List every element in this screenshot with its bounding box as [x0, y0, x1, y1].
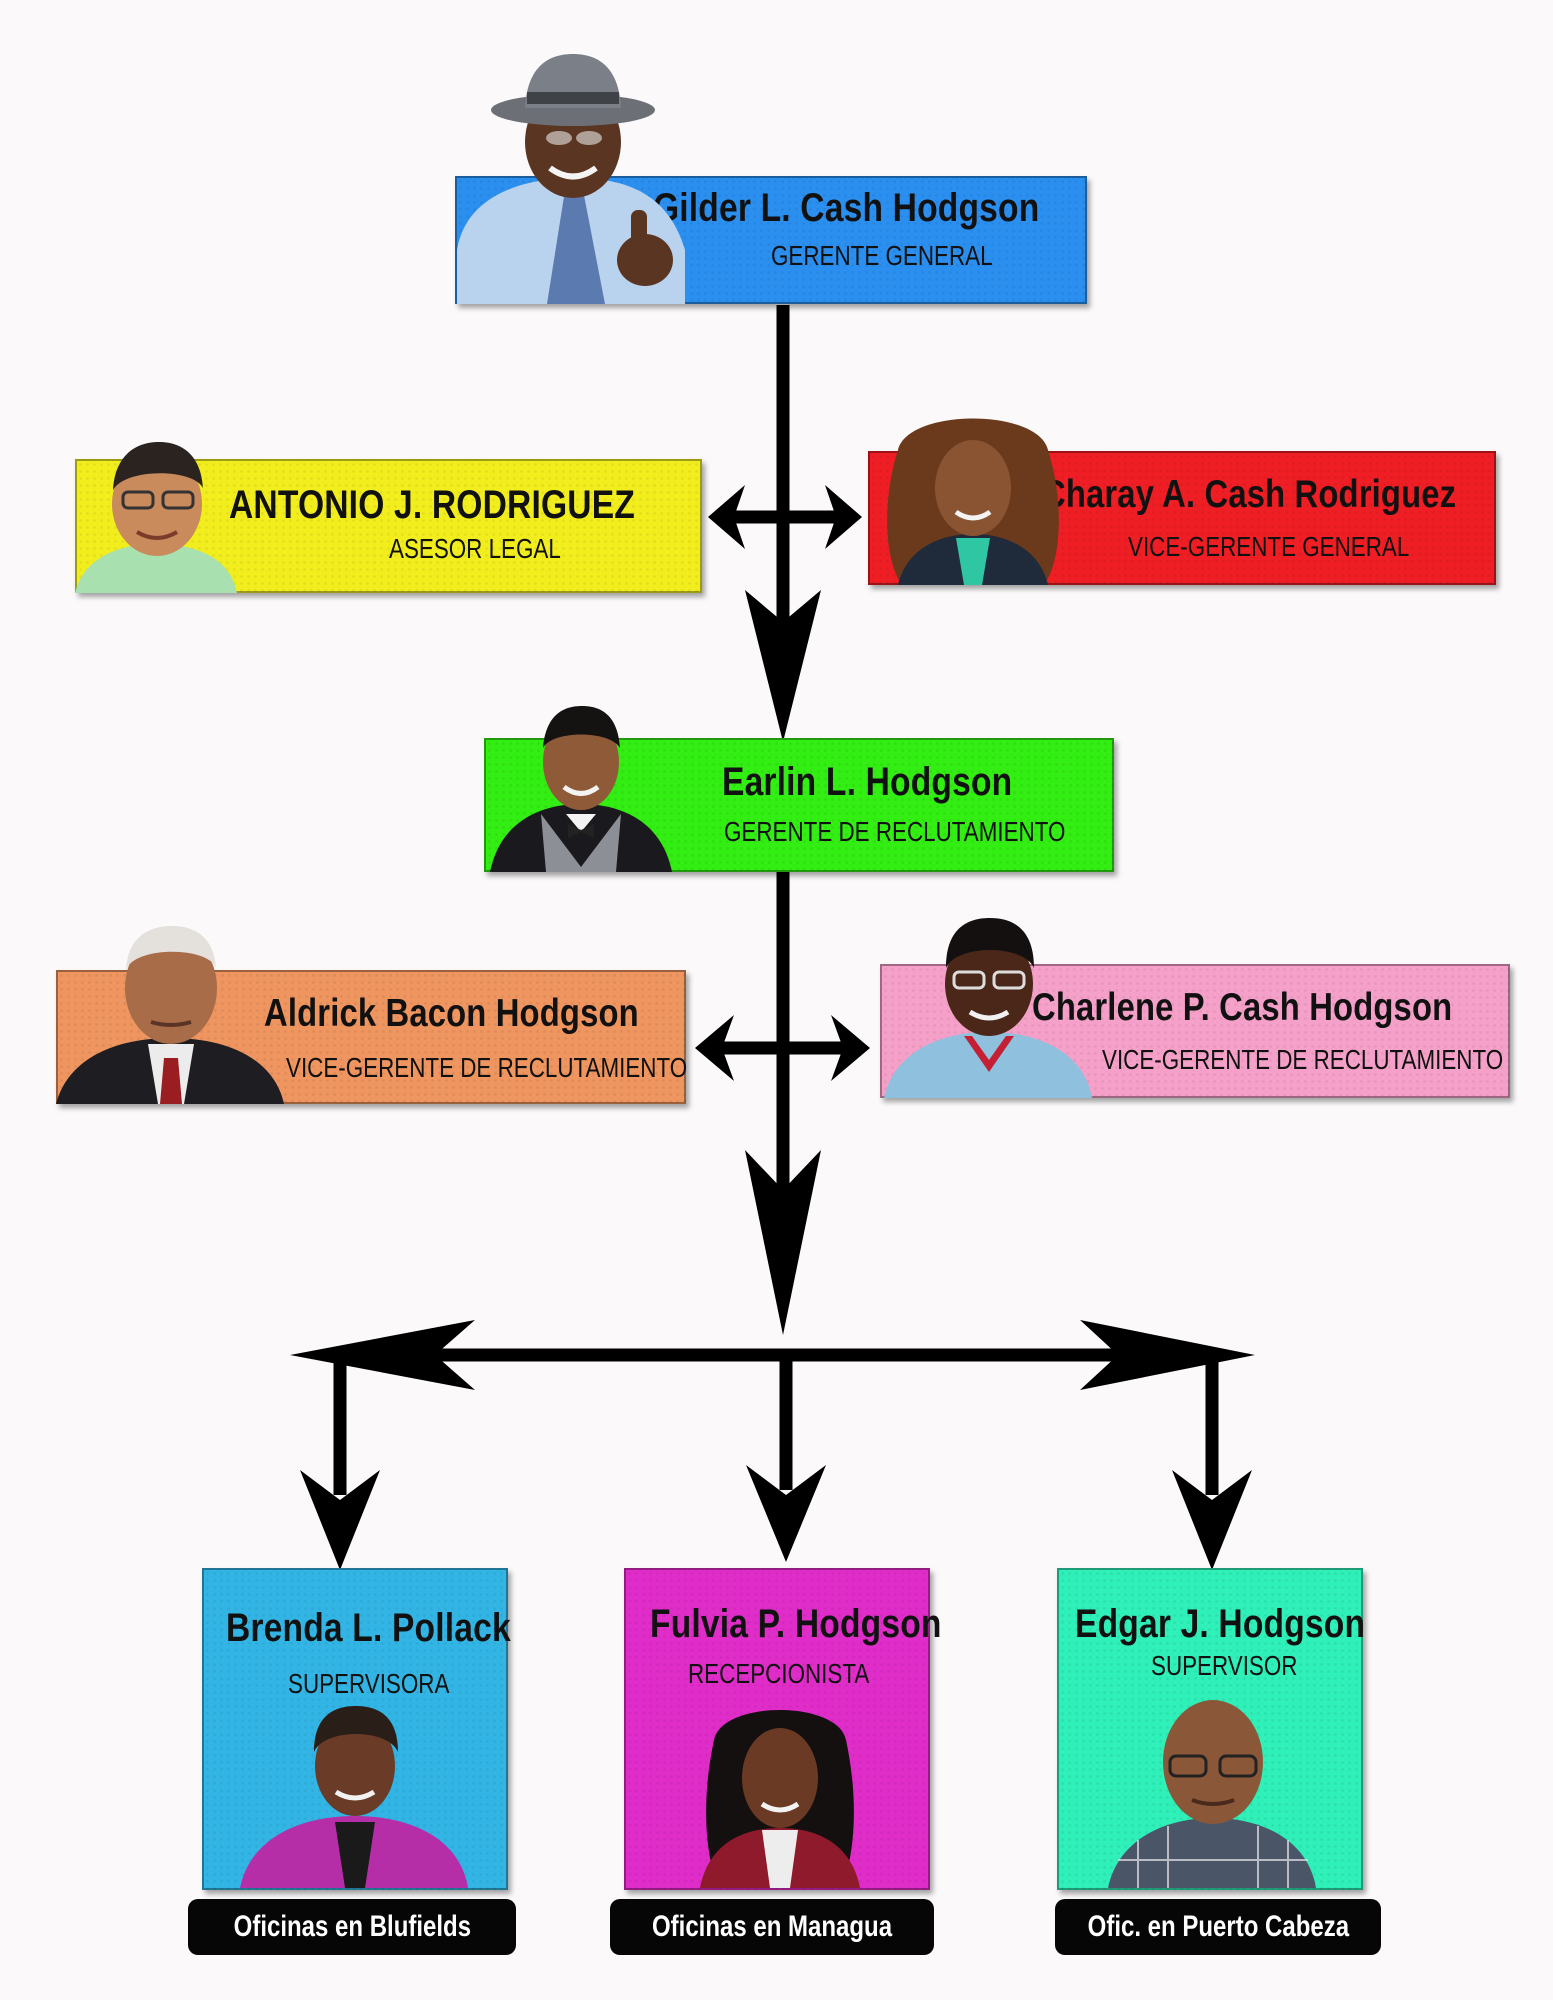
node-role: VICE-GERENTE DE RECLUTAMIENTO: [286, 1052, 688, 1083]
office-label-managua: Oficinas en Managua: [610, 1899, 934, 1955]
arrowhead-down-offices: [745, 1150, 821, 1335]
woman-purple-jacket-portrait-icon: [240, 1706, 468, 1888]
woman-smiling-portrait-icon: [700, 1710, 860, 1888]
arrowhead-right-deputy: [825, 485, 862, 549]
arrowhead-left-offices: [290, 1320, 475, 1390]
node-role: SUPERVISORA: [288, 1668, 450, 1699]
office-label-text: Ofic. en Puerto Cabeza: [1087, 1910, 1349, 1943]
woman-glasses-portrait-icon: [884, 918, 1092, 1098]
arrowhead-left-deputy-recruit-1: [695, 1015, 734, 1081]
node-name: Fulvia P. Hodgson: [650, 1602, 942, 1646]
node-name: Brenda L. Pollack: [226, 1606, 511, 1650]
woman-curly-hair-portrait-icon: [887, 418, 1059, 585]
office-label-text: Oficinas en Blufields: [233, 1910, 471, 1943]
node-name: Earlin L. Hodgson: [722, 760, 1013, 804]
arrowhead-down-blufields: [300, 1470, 380, 1570]
office-label-puerto-cabeza: Ofic. en Puerto Cabeza: [1055, 1899, 1381, 1955]
older-man-suit-portrait-icon: [56, 926, 284, 1104]
node-name: Edgar J. Hodgson: [1075, 1602, 1366, 1646]
node-name: Aldrick Bacon Hodgson: [264, 992, 639, 1035]
node-name: Gilder L. Cash Hodgson: [653, 186, 1040, 230]
node-name: Charay A. Cash Rodriguez: [1042, 473, 1457, 516]
node-role: VICE-GERENTE GENERAL: [1128, 531, 1410, 562]
node-name: ANTONIO J. RODRIGUEZ: [229, 483, 635, 527]
node-role: ASESOR LEGAL: [389, 533, 561, 564]
man-glasses-plaid-shirt-portrait-icon: [1108, 1700, 1316, 1888]
man-with-hat-thumbs-up-portrait-icon: [457, 54, 685, 304]
node-role: SUPERVISOR: [1151, 1650, 1298, 1681]
node-role: GERENTE DE RECLUTAMIENTO: [724, 816, 1066, 847]
office-label-blufields: Oficinas en Blufields: [188, 1899, 516, 1955]
man-with-glasses-portrait-icon: [75, 442, 237, 593]
arrowhead-left-legal: [708, 485, 745, 549]
office-label-text: Oficinas en Managua: [651, 1910, 893, 1943]
arrowhead-down-recruitment: [745, 590, 821, 742]
node-role: GERENTE GENERAL: [771, 240, 993, 271]
arrowhead-down-managua: [746, 1465, 826, 1562]
arrowhead-right-deputy-recruit-2: [831, 1015, 870, 1081]
man-in-vest-bowtie-portrait-icon: [490, 706, 672, 872]
node-name: Charlene P. Cash Hodgson: [1032, 986, 1453, 1029]
node-role: RECEPCIONISTA: [688, 1658, 870, 1689]
node-role: VICE-GERENTE DE RECLUTAMIENTO: [1102, 1044, 1504, 1075]
arrowhead-down-puerto-cabeza: [1172, 1470, 1252, 1570]
arrowhead-right-offices: [1080, 1320, 1255, 1390]
